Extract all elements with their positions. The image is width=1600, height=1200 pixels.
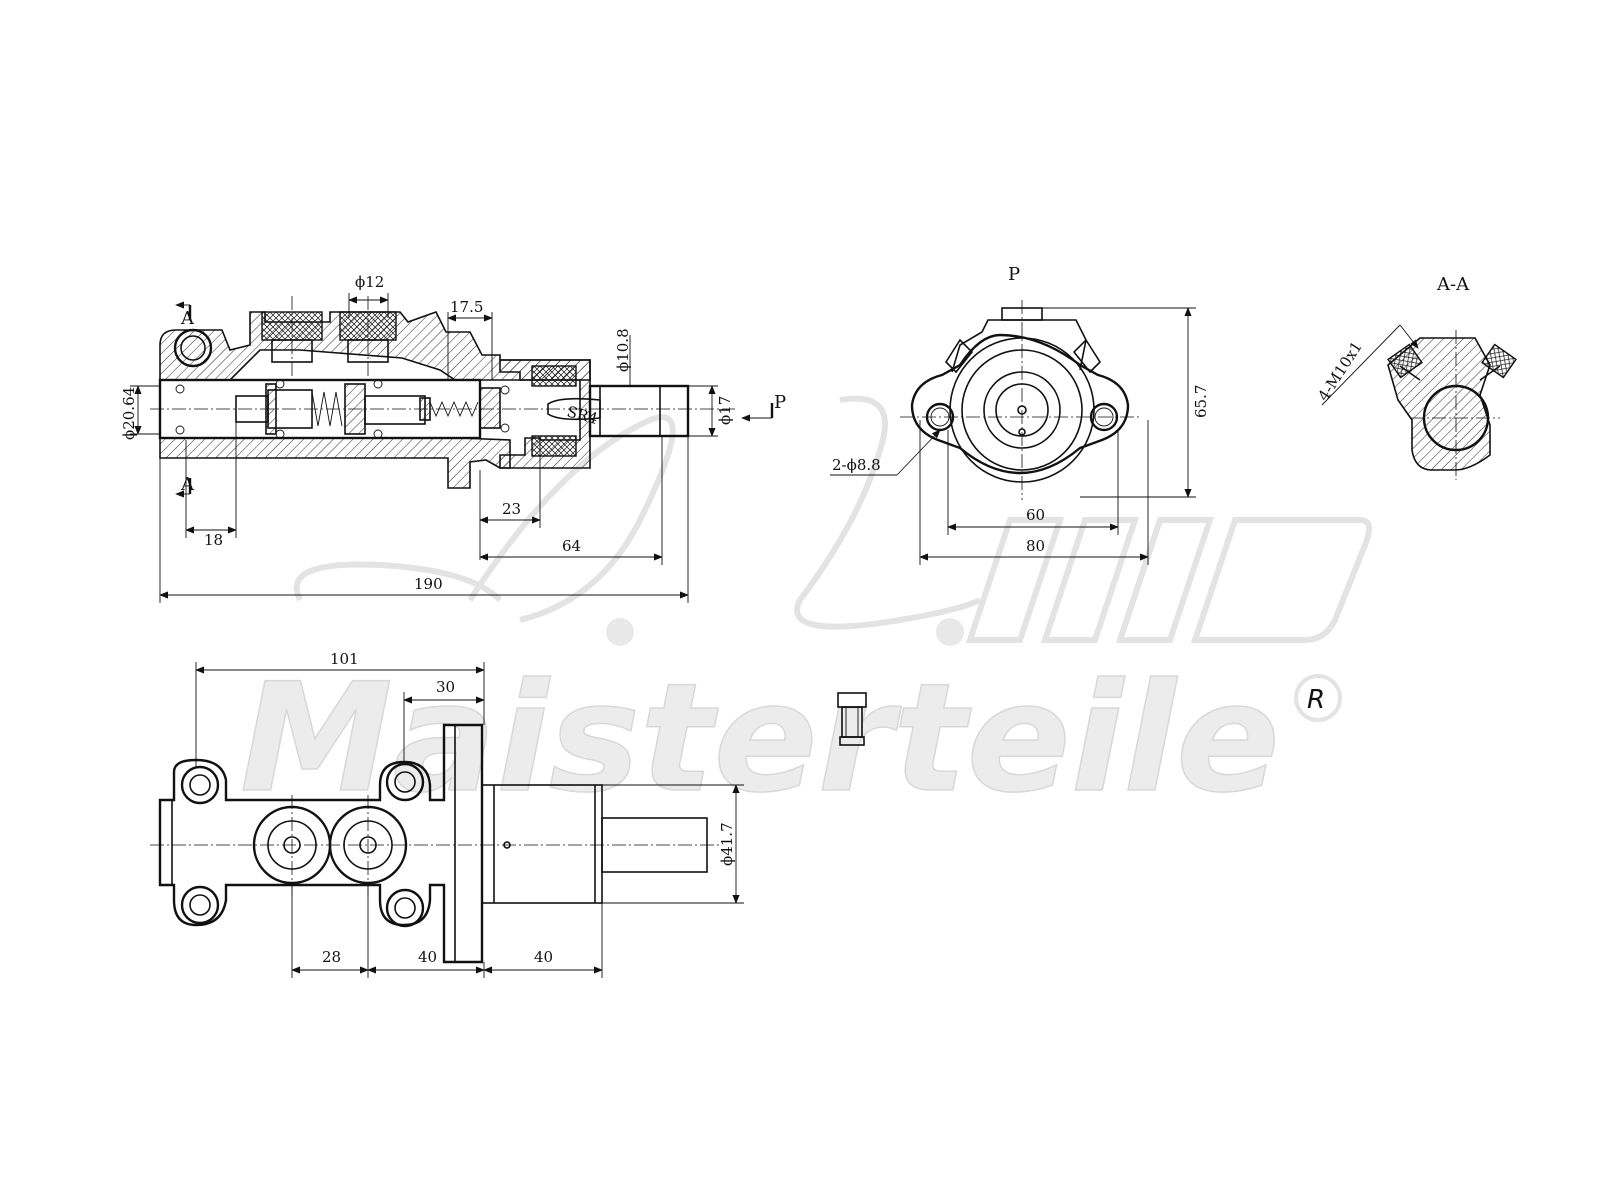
section-mark-a-bottom: A: [180, 474, 195, 495]
dim-thread-spec: 4-M10x1: [1314, 338, 1366, 404]
dim-60: 60: [1026, 506, 1045, 524]
dim-40-left: 40: [418, 948, 437, 966]
end-view-p: P 2-ϕ8.8 65.7 60 80: [830, 264, 1210, 565]
dim-190: 190: [414, 575, 443, 593]
dim-40-right: 40: [534, 948, 553, 966]
section-view: A A P ϕ12 17.5 ϕ10.8 ϕ20.64 ϕ17 SR4 18: [120, 273, 786, 603]
dim-flange-holes: 2-ϕ8.8: [832, 456, 881, 474]
push-rod-sleeve: [588, 384, 690, 438]
dim-64: 64: [562, 537, 581, 555]
bleed-fitting: [837, 692, 867, 746]
dim-30: 30: [436, 678, 455, 696]
mounting-eye-top-right: [385, 762, 425, 802]
section-a-a: A-A 4-M10x1: [1314, 274, 1517, 480]
section-a-a-title: A-A: [1436, 274, 1470, 295]
dim-cylinder-bore: ϕ20.64: [120, 387, 138, 440]
dim-port-spacing: 17.5: [450, 298, 483, 316]
mounting-eye-hole: [173, 328, 213, 368]
flange-outline: [910, 333, 1130, 475]
mounting-eye-bottom-left: [180, 885, 220, 925]
dim-65-7: 65.7: [1192, 385, 1210, 418]
top-view: 101 30 ϕ41.7 28 40 40: [150, 650, 744, 978]
watermark-registered-mark: R: [1307, 685, 1325, 715]
dim-101: 101: [330, 650, 359, 668]
watermark-brand-text: Maisterteile: [240, 652, 1280, 826]
cylinder-body-lower: [159, 437, 511, 489]
section-a-a-body: [1387, 337, 1491, 471]
dim-80: 80: [1026, 537, 1045, 555]
dim-rod-diameter: ϕ17: [716, 396, 734, 425]
dim-port-diameter: ϕ12: [355, 273, 384, 291]
section-mark-a-top: A: [180, 308, 195, 329]
mounting-eye-top-left: [180, 765, 220, 805]
dim-28: 28: [322, 948, 341, 966]
dim-23: 23: [502, 500, 521, 518]
dim-spherical-radius: SR4: [565, 402, 600, 427]
top-view-body: [158, 723, 484, 964]
mounting-eye-bottom-right: [385, 888, 425, 928]
dim-18: 18: [204, 531, 223, 549]
end-view-title: P: [1008, 264, 1020, 285]
view-mark-p: P: [774, 392, 786, 413]
dim-bore-diameter: ϕ10.8: [614, 328, 632, 372]
dim-flange-diameter: ϕ41.7: [718, 822, 736, 866]
